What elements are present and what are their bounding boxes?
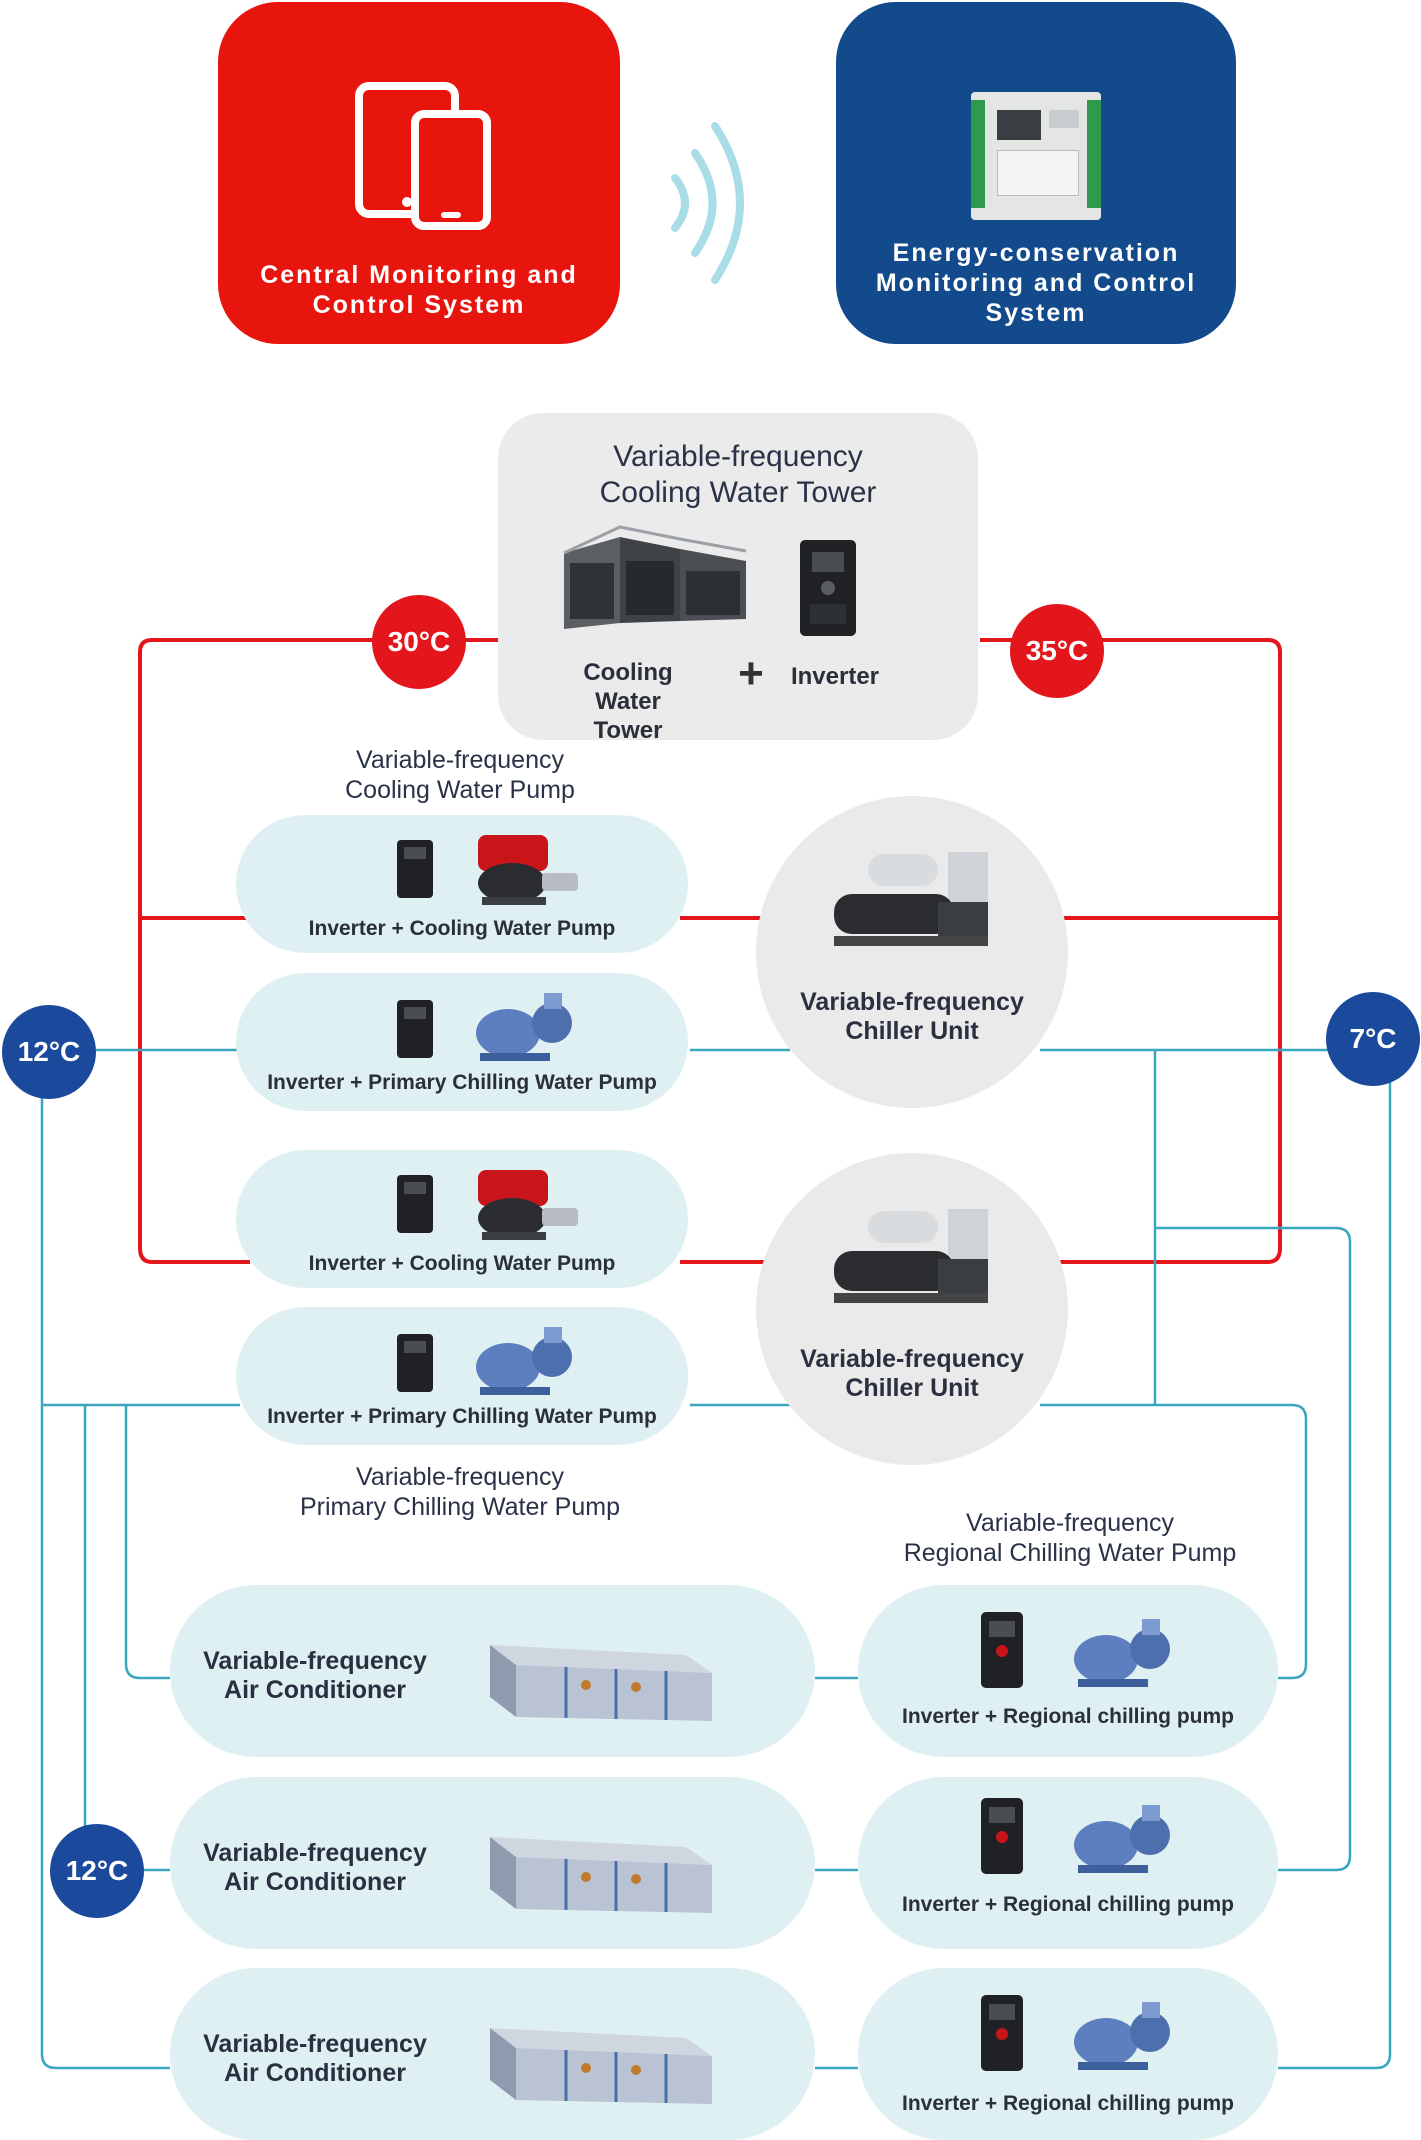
cooling-water-loop <box>138 638 1282 1264</box>
temp-30c-badge: 30°C <box>372 595 466 689</box>
chiller-label-line1: Variable-frequency <box>800 988 1024 1016</box>
air-conditioner-label-line2: Air Conditioner <box>224 2058 406 2087</box>
plus-sign: + <box>738 649 764 698</box>
inverter-icon <box>397 1175 433 1233</box>
cooling-water-pump-icon <box>478 1170 578 1240</box>
regional-pump-label: Inverter + Regional chilling pump <box>902 1705 1234 1728</box>
regional-pump-label: Inverter + Regional chilling pump <box>902 1893 1234 1916</box>
primary-pump-caption-line2: Primary Chilling Water Pump <box>300 1493 620 1521</box>
inverter-icon <box>800 540 856 636</box>
air-handling-unit-icon <box>490 1837 712 1913</box>
temp-12c-badge: 12°C <box>2 1005 96 1099</box>
regional-pump-caption-line1: Variable-frequency <box>966 1509 1174 1537</box>
cooling-water-pump-icon <box>478 835 578 905</box>
air-conditioner-unit: Variable-frequency Air Conditioner <box>170 1585 815 1757</box>
chiller-icon <box>834 852 988 946</box>
primary-chilling-pump-icon <box>476 1327 572 1395</box>
temp-7c-badge: 7°C <box>1326 992 1420 1086</box>
inverter-icon <box>397 1000 433 1058</box>
regional-chilling-pump-icon <box>1074 2002 1170 2070</box>
temp-35c-badge: 35°C <box>1010 604 1104 698</box>
cooling-tower-label-line1: Cooling Water <box>583 659 673 715</box>
regional-pump-unit: Inverter + Regional chilling pump <box>858 1968 1278 2140</box>
regional-pump-unit: Inverter + Regional chilling pump <box>858 1585 1278 1757</box>
cooling-pump-unit: Inverter + Cooling Water Pump <box>236 1150 688 1288</box>
inverter-icon <box>981 1798 1023 1874</box>
cooling-pump-label: Inverter + Cooling Water Pump <box>308 1252 616 1275</box>
cooling-tower-title-line1: Variable-frequency <box>613 440 863 473</box>
tablet-phone-icon <box>355 82 491 230</box>
cooling-pump-unit: Inverter + Cooling Water Pump <box>236 815 688 953</box>
chiller-label-line2: Chiller Unit <box>845 1016 979 1045</box>
chiller-label-line1: Variable-frequency <box>800 1345 1024 1373</box>
air-handling-unit-icon <box>490 2028 712 2104</box>
chiller-label-line2: Chiller Unit <box>845 1373 979 1402</box>
air-conditioner-label-line1: Variable-frequency <box>203 1647 427 1675</box>
wireless-signal-icon <box>671 122 744 284</box>
air-conditioner-unit: Variable-frequency Air Conditioner <box>170 1777 815 1949</box>
chiller-label: Variable-frequency Chiller Unit <box>756 988 1068 1046</box>
cooling-tower-title: Variable-frequency Cooling Water Tower <box>498 439 978 511</box>
primary-pump-label: Inverter + Primary Chilling Water Pump <box>267 1405 657 1428</box>
regional-chilling-pump-icon <box>1074 1805 1170 1873</box>
cooling-pump-label: Inverter + Cooling Water Pump <box>308 917 616 940</box>
cooling-tower-label: Cooling Water Tower <box>558 659 698 745</box>
cooling-pump-caption-line2: Cooling Water Pump <box>345 776 575 804</box>
regional-pump-caption: Variable-frequency Regional Chilling Wat… <box>890 1508 1250 1568</box>
temp-12c-return-badge: 12°C <box>50 1824 144 1918</box>
energy-conservation-title: Energy-conservation Monitoring and Contr… <box>875 239 1197 327</box>
air-conditioner-label-line1: Variable-frequency <box>203 1839 427 1867</box>
cooling-tower-title-line2: Cooling Water Tower <box>599 476 877 509</box>
inverter-icon <box>981 1612 1023 1688</box>
cooling-tower-icon <box>563 525 747 629</box>
air-conditioner-label-line2: Air Conditioner <box>224 1675 406 1704</box>
central-monitoring-panel: Central Monitoring and Control System <box>218 2 620 344</box>
air-handling-unit-icon <box>490 1645 712 1721</box>
air-conditioner-unit: Variable-frequency Air Conditioner <box>170 1968 815 2140</box>
primary-pump-unit: Inverter + Primary Chilling Water Pump <box>236 1307 688 1445</box>
controller-board-icon <box>971 92 1101 220</box>
regional-pump-caption-line2: Regional Chilling Water Pump <box>903 1539 1237 1567</box>
primary-chilling-pump-icon <box>476 993 572 1061</box>
cooling-tower-label-line2: Tower <box>593 716 663 744</box>
chiller-icon <box>834 1209 988 1303</box>
primary-pump-label: Inverter + Primary Chilling Water Pump <box>267 1071 657 1094</box>
inverter-label: Inverter <box>790 663 880 690</box>
primary-pump-unit: Inverter + Primary Chilling Water Pump <box>236 973 688 1111</box>
energy-conservation-panel: Energy-conservation Monitoring and Contr… <box>836 2 1236 344</box>
primary-pump-caption-line1: Variable-frequency <box>356 1463 564 1491</box>
inverter-icon <box>397 840 433 898</box>
cooling-pump-caption-line1: Variable-frequency <box>356 746 564 774</box>
air-conditioner-label-line1: Variable-frequency <box>203 2030 427 2058</box>
air-conditioner-label: Variable-frequency Air Conditioner <box>200 2030 430 2088</box>
air-conditioner-label-line2: Air Conditioner <box>224 1867 406 1896</box>
chiller-label: Variable-frequency Chiller Unit <box>756 1345 1068 1403</box>
regional-pump-unit: Inverter + Regional chilling pump <box>858 1777 1278 1949</box>
central-monitoring-title: Central Monitoring and Control System <box>260 261 578 319</box>
inverter-icon <box>397 1334 433 1392</box>
chiller-unit: Variable-frequency Chiller Unit <box>756 796 1068 1108</box>
cooling-pump-caption: Variable-frequency Cooling Water Pump <box>300 745 620 805</box>
air-conditioner-label: Variable-frequency Air Conditioner <box>200 1839 430 1897</box>
cooling-tower-box: Variable-frequency Cooling Water Tower C… <box>498 413 978 744</box>
inverter-icon <box>981 1995 1023 2071</box>
regional-chilling-pump-icon <box>1074 1619 1170 1687</box>
chiller-unit: Variable-frequency Chiller Unit <box>756 1153 1068 1465</box>
regional-pump-label: Inverter + Regional chilling pump <box>902 2092 1234 2115</box>
air-conditioner-label: Variable-frequency Air Conditioner <box>200 1647 430 1705</box>
primary-pump-caption: Variable-frequency Primary Chilling Wate… <box>280 1462 640 1522</box>
